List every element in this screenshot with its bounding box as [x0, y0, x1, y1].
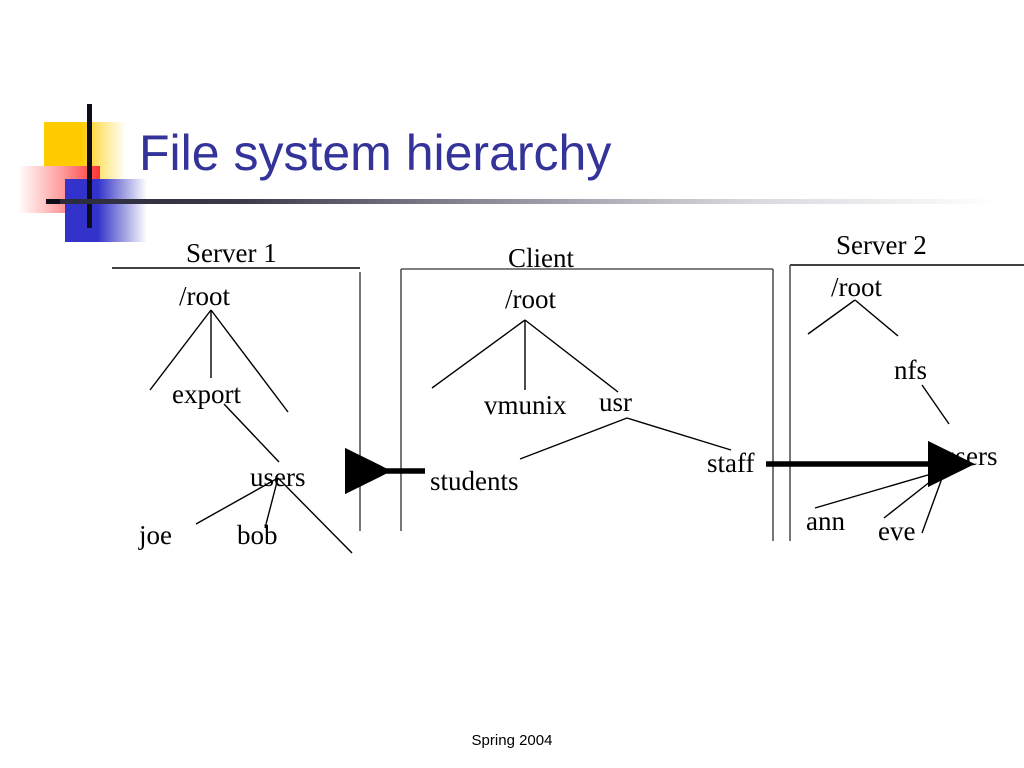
- title-divider: [60, 199, 1005, 204]
- panel-label-server2: Server 2: [836, 230, 927, 260]
- node-server1-root: /root: [179, 281, 230, 311]
- client-tree-edges: [431, 319, 732, 460]
- server2-tree-edges: [807, 299, 950, 534]
- node-client-usr: usr: [599, 387, 632, 417]
- logo-blue-square: [65, 179, 147, 242]
- node-client-root: /root: [505, 284, 556, 314]
- node-client-staff: staff: [707, 448, 755, 478]
- node-server2-nfs: nfs: [894, 355, 927, 385]
- panel-label-server1: Server 1: [186, 238, 277, 268]
- node-server2-root: /root: [831, 272, 882, 302]
- server1-tree-edges: [149, 309, 353, 554]
- node-client-vmunix: vmunix: [484, 390, 567, 420]
- node-server2-ann: ann: [806, 506, 845, 536]
- panel-label-client: Client: [508, 243, 574, 273]
- node-client-students: students: [430, 466, 519, 496]
- slide-footer: Spring 2004: [471, 732, 553, 749]
- node-server1-export: export: [172, 379, 241, 409]
- node-server1-joe: joe: [139, 520, 172, 550]
- node-server2-users: users: [942, 441, 998, 471]
- page-title: File system hierarchy: [139, 125, 612, 181]
- node-server1-users: users: [250, 462, 306, 492]
- decorative-logo-icon: [18, 104, 156, 242]
- node-server1-bob: bob: [237, 520, 278, 550]
- title-area: File system hierarchy: [0, 0, 1024, 242]
- node-server2-eve: eve: [878, 516, 916, 546]
- logo-vertical-bar: [87, 104, 92, 228]
